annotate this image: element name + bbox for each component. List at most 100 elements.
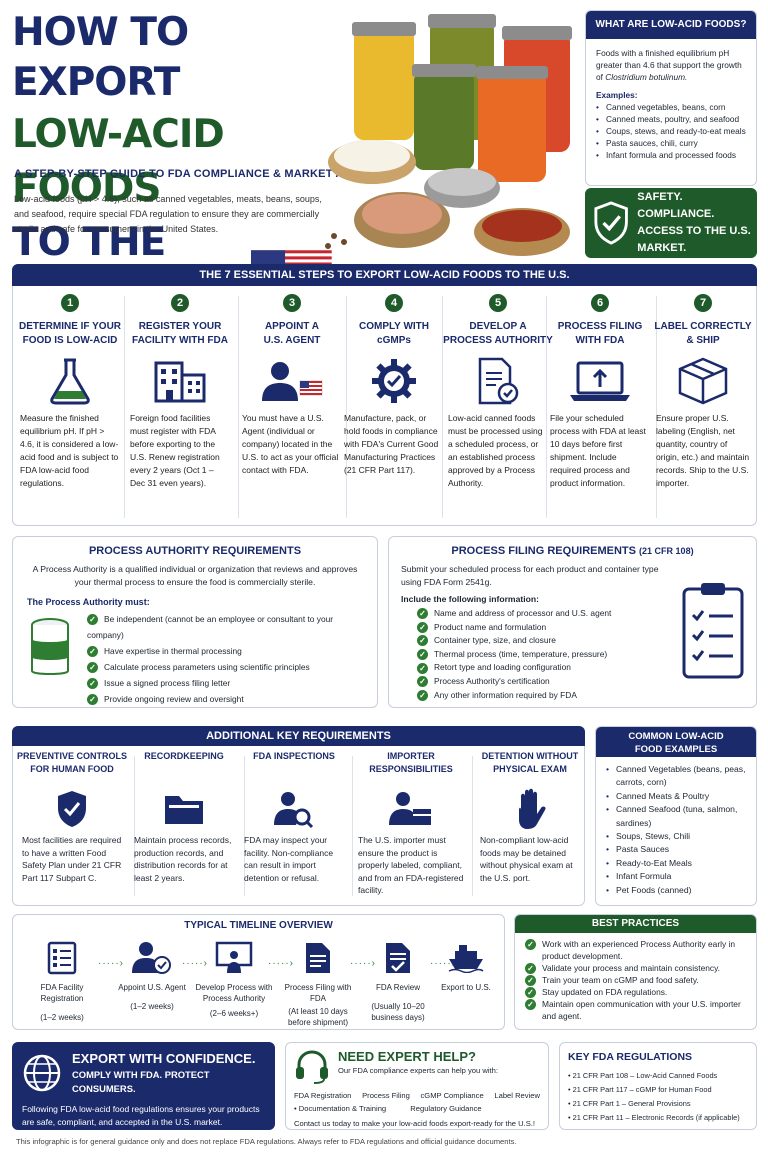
step-number: 7 <box>694 294 712 312</box>
step-title: Appoint aU.S. Agent <box>263 321 321 346</box>
timeline-duration: (2–6 weeks+) <box>209 1009 259 1018</box>
list-item: Infant formula and processed foods <box>596 149 746 161</box>
arrow-icon: ·····› <box>350 958 376 969</box>
expert-contact: Contact us today to make your low-acid f… <box>294 1119 536 1128</box>
list-item: ✓Maintain open communication with your U… <box>525 998 746 1022</box>
process-filing-intro: Submit your scheduled process for each p… <box>401 564 659 587</box>
must-label: The Process Authority must: <box>27 597 150 607</box>
presentation-icon <box>215 941 253 973</box>
laptop-upload-icon <box>570 361 630 401</box>
document-check-icon <box>478 357 519 405</box>
list-item: Ready-to-Eat Meals <box>606 857 746 871</box>
step-title: Process filingwith FDA <box>557 321 643 346</box>
confidence-panel: EXPORT WITH CONFIDENCE. COMPLY WITH FDA.… <box>12 1042 275 1130</box>
step-number: 4 <box>385 294 403 312</box>
list-item: ✓Process Authority's certification <box>417 675 744 689</box>
timeline-step: FDA Facility Registration (1–2 weeks) <box>22 940 102 1023</box>
requirement-text: Maintain process records, production rec… <box>134 835 232 883</box>
arrow-icon: ·····› <box>430 958 456 969</box>
badge-line-1: SAFETY. COMPLIANCE. <box>637 191 715 220</box>
service-item: FDA Registration <box>294 1091 352 1100</box>
globe-icon <box>23 1054 61 1092</box>
list-item: ✓Stay updated on FDA regulations. <box>525 986 746 998</box>
requirement-title: Detention without physical exam <box>481 751 579 774</box>
list-item: ✓Any other information required by FDA <box>417 689 744 703</box>
importer-icon <box>389 792 431 825</box>
step-text: File your scheduled process with FDA at … <box>550 413 646 488</box>
step-text: Measure the finished equilibrium pH. If … <box>20 413 119 488</box>
list-item: ✓Validate your process and maintain cons… <box>525 962 746 974</box>
timeline-step: Export to U.S. <box>436 940 496 993</box>
title-line-2: LOW-ACID FOODS <box>12 112 225 211</box>
flask-icon <box>50 358 90 405</box>
step-3: 3 Appoint aU.S. Agent You must have a U.… <box>236 288 348 522</box>
requirement-text: FDA may inspect your facility. Non-compl… <box>244 835 334 883</box>
badge-line-3: MARKET. <box>637 242 687 254</box>
service-item: Label Review <box>494 1091 540 1100</box>
timeline-label: Develop Process with Process Authority <box>195 983 273 1003</box>
process-filing-title: PROCESS FILING REQUIREMENTS (21 CFR 108) <box>451 545 694 557</box>
list-item: ✓Be independent (cannot be an employee o… <box>87 614 334 640</box>
step-title: Label correctly& ship <box>654 321 752 346</box>
list-item: ✓Container type, size, and closure <box>417 634 744 648</box>
timeline-label: Export to U.S. <box>441 983 491 992</box>
list-item: Canned Seafood (tuna, salmon, sardines) <box>606 803 746 830</box>
clipboard-checklist-icon <box>682 583 744 679</box>
step-text: You must have a U.S. Agent (individual o… <box>242 413 339 475</box>
regulations-panel: KEY FDA REGULATIONS • 21 CFR Part 108 – … <box>559 1042 757 1130</box>
process-authority-title: PROCESS AUTHORITY REQUIREMENTS <box>88 545 302 557</box>
step-title: Determine if yourfood is low-acid <box>18 321 122 346</box>
arrow-icon: ·····› <box>182 958 208 969</box>
requirement-text: Non-compliant low-acid foods may be deta… <box>480 835 573 883</box>
inspector-icon <box>274 792 314 829</box>
step-text: Foreign food facilities must register wi… <box>130 413 220 488</box>
timeline-panel <box>12 914 505 1030</box>
confidence-text: Following FDA low-acid food regulations … <box>22 1104 260 1127</box>
timeline-step: FDA Review (Usually 10–20 business days) <box>358 940 438 1023</box>
intro-text: Low-acid foods (pH > 4.6), such as canne… <box>14 194 322 234</box>
list-item: • 21 CFR Part 1 – General Provisions <box>568 1099 691 1108</box>
requirement-recordkeeping: Recordkeeping Maintain process records, … <box>128 750 240 900</box>
step-text: Ensure proper U.S. labeling (English, ne… <box>656 413 750 488</box>
building-icon <box>154 361 206 403</box>
step-number: 3 <box>283 294 301 312</box>
common-examples-list: Canned Vegetables (beans, peas, carrots,… <box>596 757 756 903</box>
step-number: 1 <box>61 294 79 312</box>
list-item: ✓Have expertise in thermal processing <box>87 643 363 659</box>
arrow-icon: ·····› <box>268 958 294 969</box>
safety-badge: SAFETY. COMPLIANCE. ACCESS TO THE U.S. M… <box>585 188 757 258</box>
requirement-title: Preventive controls for human food <box>16 751 127 774</box>
list-item: Pasta sauces, chili, curry <box>596 137 746 149</box>
timeline-label: FDA Review <box>375 983 420 992</box>
timeline-duration: (At least 10 days before shipment) <box>287 1007 349 1027</box>
checklist-icon <box>47 941 77 975</box>
timeline-step: Appoint U.S. Agent (1–2 weeks) <box>112 940 192 1012</box>
what-are-panel: WHAT ARE LOW-ACID FOODS? Foods with a fi… <box>585 10 757 186</box>
agent-icon <box>132 942 171 974</box>
list-item: • 21 CFR Part 108 – Low-Acid Canned Food… <box>568 1071 718 1080</box>
list-item: Canned meats, poultry, and seafood <box>596 113 746 125</box>
arrow-icon: ·····› <box>98 958 124 969</box>
step-title: Comply withcGMPs <box>358 321 429 346</box>
canned-foods-illustration <box>325 14 572 256</box>
expert-services-row-2: • Documentation & Training Regulatory Gu… <box>294 1104 540 1113</box>
list-item: ✓Thermal process (time, temperature, pre… <box>417 648 744 662</box>
expert-services-row-1: FDA Registration Process Filing cGMP Com… <box>294 1091 540 1100</box>
definition-text: Foods with a finished equilibrium pH gre… <box>596 48 742 82</box>
steps-header: THE 7 ESSENTIAL STEPS TO EXPORT LOW-ACID… <box>12 264 757 286</box>
title-line-1: HOW TO EXPORT <box>12 10 189 105</box>
list-item: • 21 CFR Part 117 – cGMP for Human Food <box>568 1085 712 1094</box>
list-item: ✓Name and address of processor and U.S. … <box>417 607 744 621</box>
regulations-title: KEY FDA REGULATIONS <box>568 1051 693 1063</box>
list-item: ✓Calculate process parameters using scie… <box>87 659 363 675</box>
box-icon <box>678 357 728 405</box>
badge-line-2: ACCESS TO THE U.S. <box>637 225 751 237</box>
step-1: 1 Determine if yourfood is low-acid Meas… <box>14 288 126 522</box>
requirement-detention: Detention without physical exam Non-comp… <box>474 750 586 900</box>
timeline-label: FDA Facility Registration <box>40 983 84 1003</box>
timeline-title: TYPICAL TIMELINE OVERVIEW <box>184 920 333 931</box>
list-item: Coups, stews, and ready-to-eat meals <box>596 125 746 137</box>
